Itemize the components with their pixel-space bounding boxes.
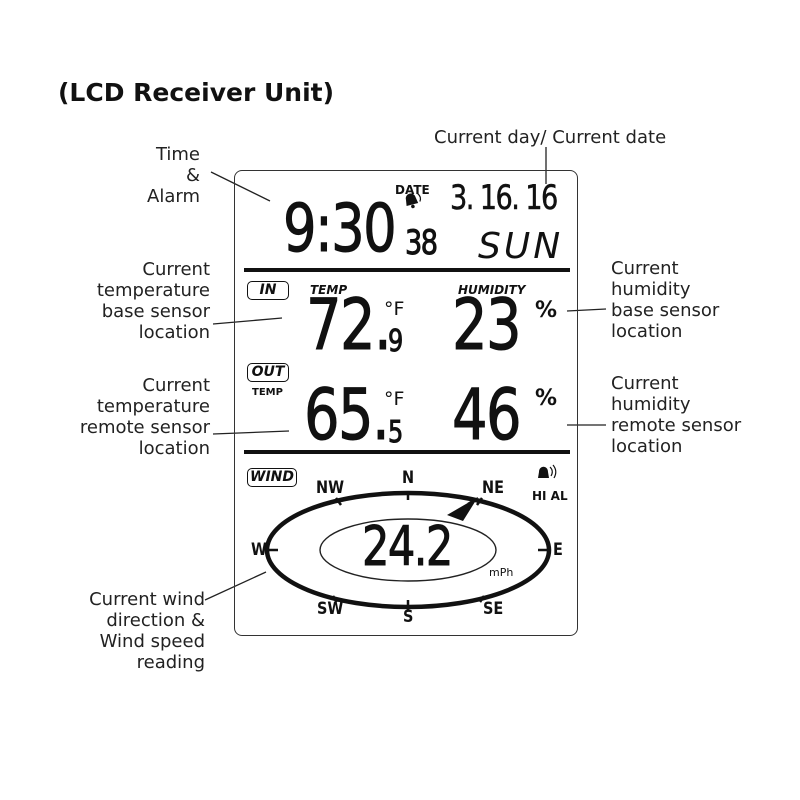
temp-label: TEMP — [310, 283, 348, 297]
leader-temp-base — [212, 317, 283, 325]
annotation-humidity-remote: Current humidity remote sensor location — [611, 373, 796, 457]
wind-speed-value: 24.2 — [362, 515, 454, 578]
out-tag: OUT — [247, 363, 289, 382]
annotation-line: Alarm — [147, 186, 200, 207]
annotation-line: Time — [155, 144, 200, 165]
annotation-line: base sensor — [611, 300, 720, 321]
diagram-title: (LCD Receiver Unit) — [58, 78, 335, 107]
annotation-line: humidity — [611, 279, 691, 300]
in-temp-unit: °F — [384, 298, 405, 320]
annotation-line: Current wind — [89, 589, 205, 610]
out-humidity-unit: % — [535, 386, 558, 411]
dir-n: N — [402, 468, 415, 488]
annotation-line: direction & — [106, 610, 205, 631]
lcd-panel — [234, 170, 578, 636]
in-humidity-unit: % — [535, 298, 558, 323]
out-temp-label: TEMP — [252, 387, 283, 398]
leader-temp-remote — [212, 430, 290, 435]
dir-s: S — [403, 607, 414, 627]
annotation-temp-remote: Current temperature remote sensor locati… — [40, 375, 210, 459]
date-display: 3. 16. 16 — [450, 178, 559, 218]
dir-ne: NE — [482, 478, 504, 498]
annotation-humidity-base: Current humidity base sensor location — [611, 258, 791, 342]
in-temp-decimal: 9 — [388, 324, 404, 359]
out-temp-unit: °F — [384, 388, 405, 410]
day-display: SUN — [478, 226, 564, 267]
annotation-line: remote sensor — [611, 415, 742, 436]
time-seconds: 38 — [405, 223, 439, 263]
annotation-line: base sensor — [101, 301, 210, 322]
annotation-time-alarm: Time & Alarm — [120, 144, 200, 207]
wind-tag: WIND — [247, 468, 297, 487]
date-label: DATE — [395, 183, 430, 197]
dir-se: SE — [483, 599, 504, 619]
annotation-line: remote sensor — [79, 417, 210, 438]
humidity-label: HUMIDITY — [458, 283, 526, 297]
divider-bottom — [244, 450, 570, 454]
in-humidity-value: 23 — [452, 284, 522, 366]
leader-humidity-base — [566, 308, 607, 312]
leader-wind — [204, 571, 267, 601]
annotation-line: temperature — [96, 280, 210, 301]
leader-time — [210, 171, 271, 202]
dir-sw: SW — [317, 599, 344, 619]
annotation-line: humidity — [611, 394, 691, 415]
annotation-wind: Current wind direction & Wind speed read… — [40, 589, 205, 673]
annotation-day-date: Current day/ Current date — [434, 127, 667, 148]
annotation-line: location — [138, 322, 210, 343]
annotation-line: temperature — [96, 396, 210, 417]
hi-al-label: HI AL — [532, 489, 568, 503]
annotation-line: Current — [611, 258, 679, 279]
out-temp-value: 65. — [304, 374, 391, 456]
annotation-line: Current — [142, 375, 210, 396]
out-temp-decimal: 5 — [388, 415, 404, 450]
dir-nw: NW — [316, 478, 345, 498]
in-temp-value: 72. — [306, 284, 393, 366]
annotation-line: Current — [611, 373, 679, 394]
annotation-line: Current — [142, 259, 210, 280]
out-humidity-value: 46 — [452, 374, 522, 456]
time-display: 9:30 — [283, 190, 398, 267]
annotation-line: reading — [136, 652, 205, 673]
annotation-line: location — [138, 438, 210, 459]
divider-top — [244, 268, 570, 272]
annotation-line: location — [611, 436, 683, 457]
wind-speed-unit: mPh — [489, 566, 514, 579]
dir-e: E — [553, 540, 563, 560]
annotation-line: & — [185, 165, 200, 186]
annotation-line: location — [611, 321, 683, 342]
annotation-temp-base: Current temperature base sensor location — [40, 259, 210, 343]
in-tag: IN — [247, 281, 289, 300]
dir-w: W — [251, 540, 267, 560]
annotation-line: Wind speed — [99, 631, 205, 652]
